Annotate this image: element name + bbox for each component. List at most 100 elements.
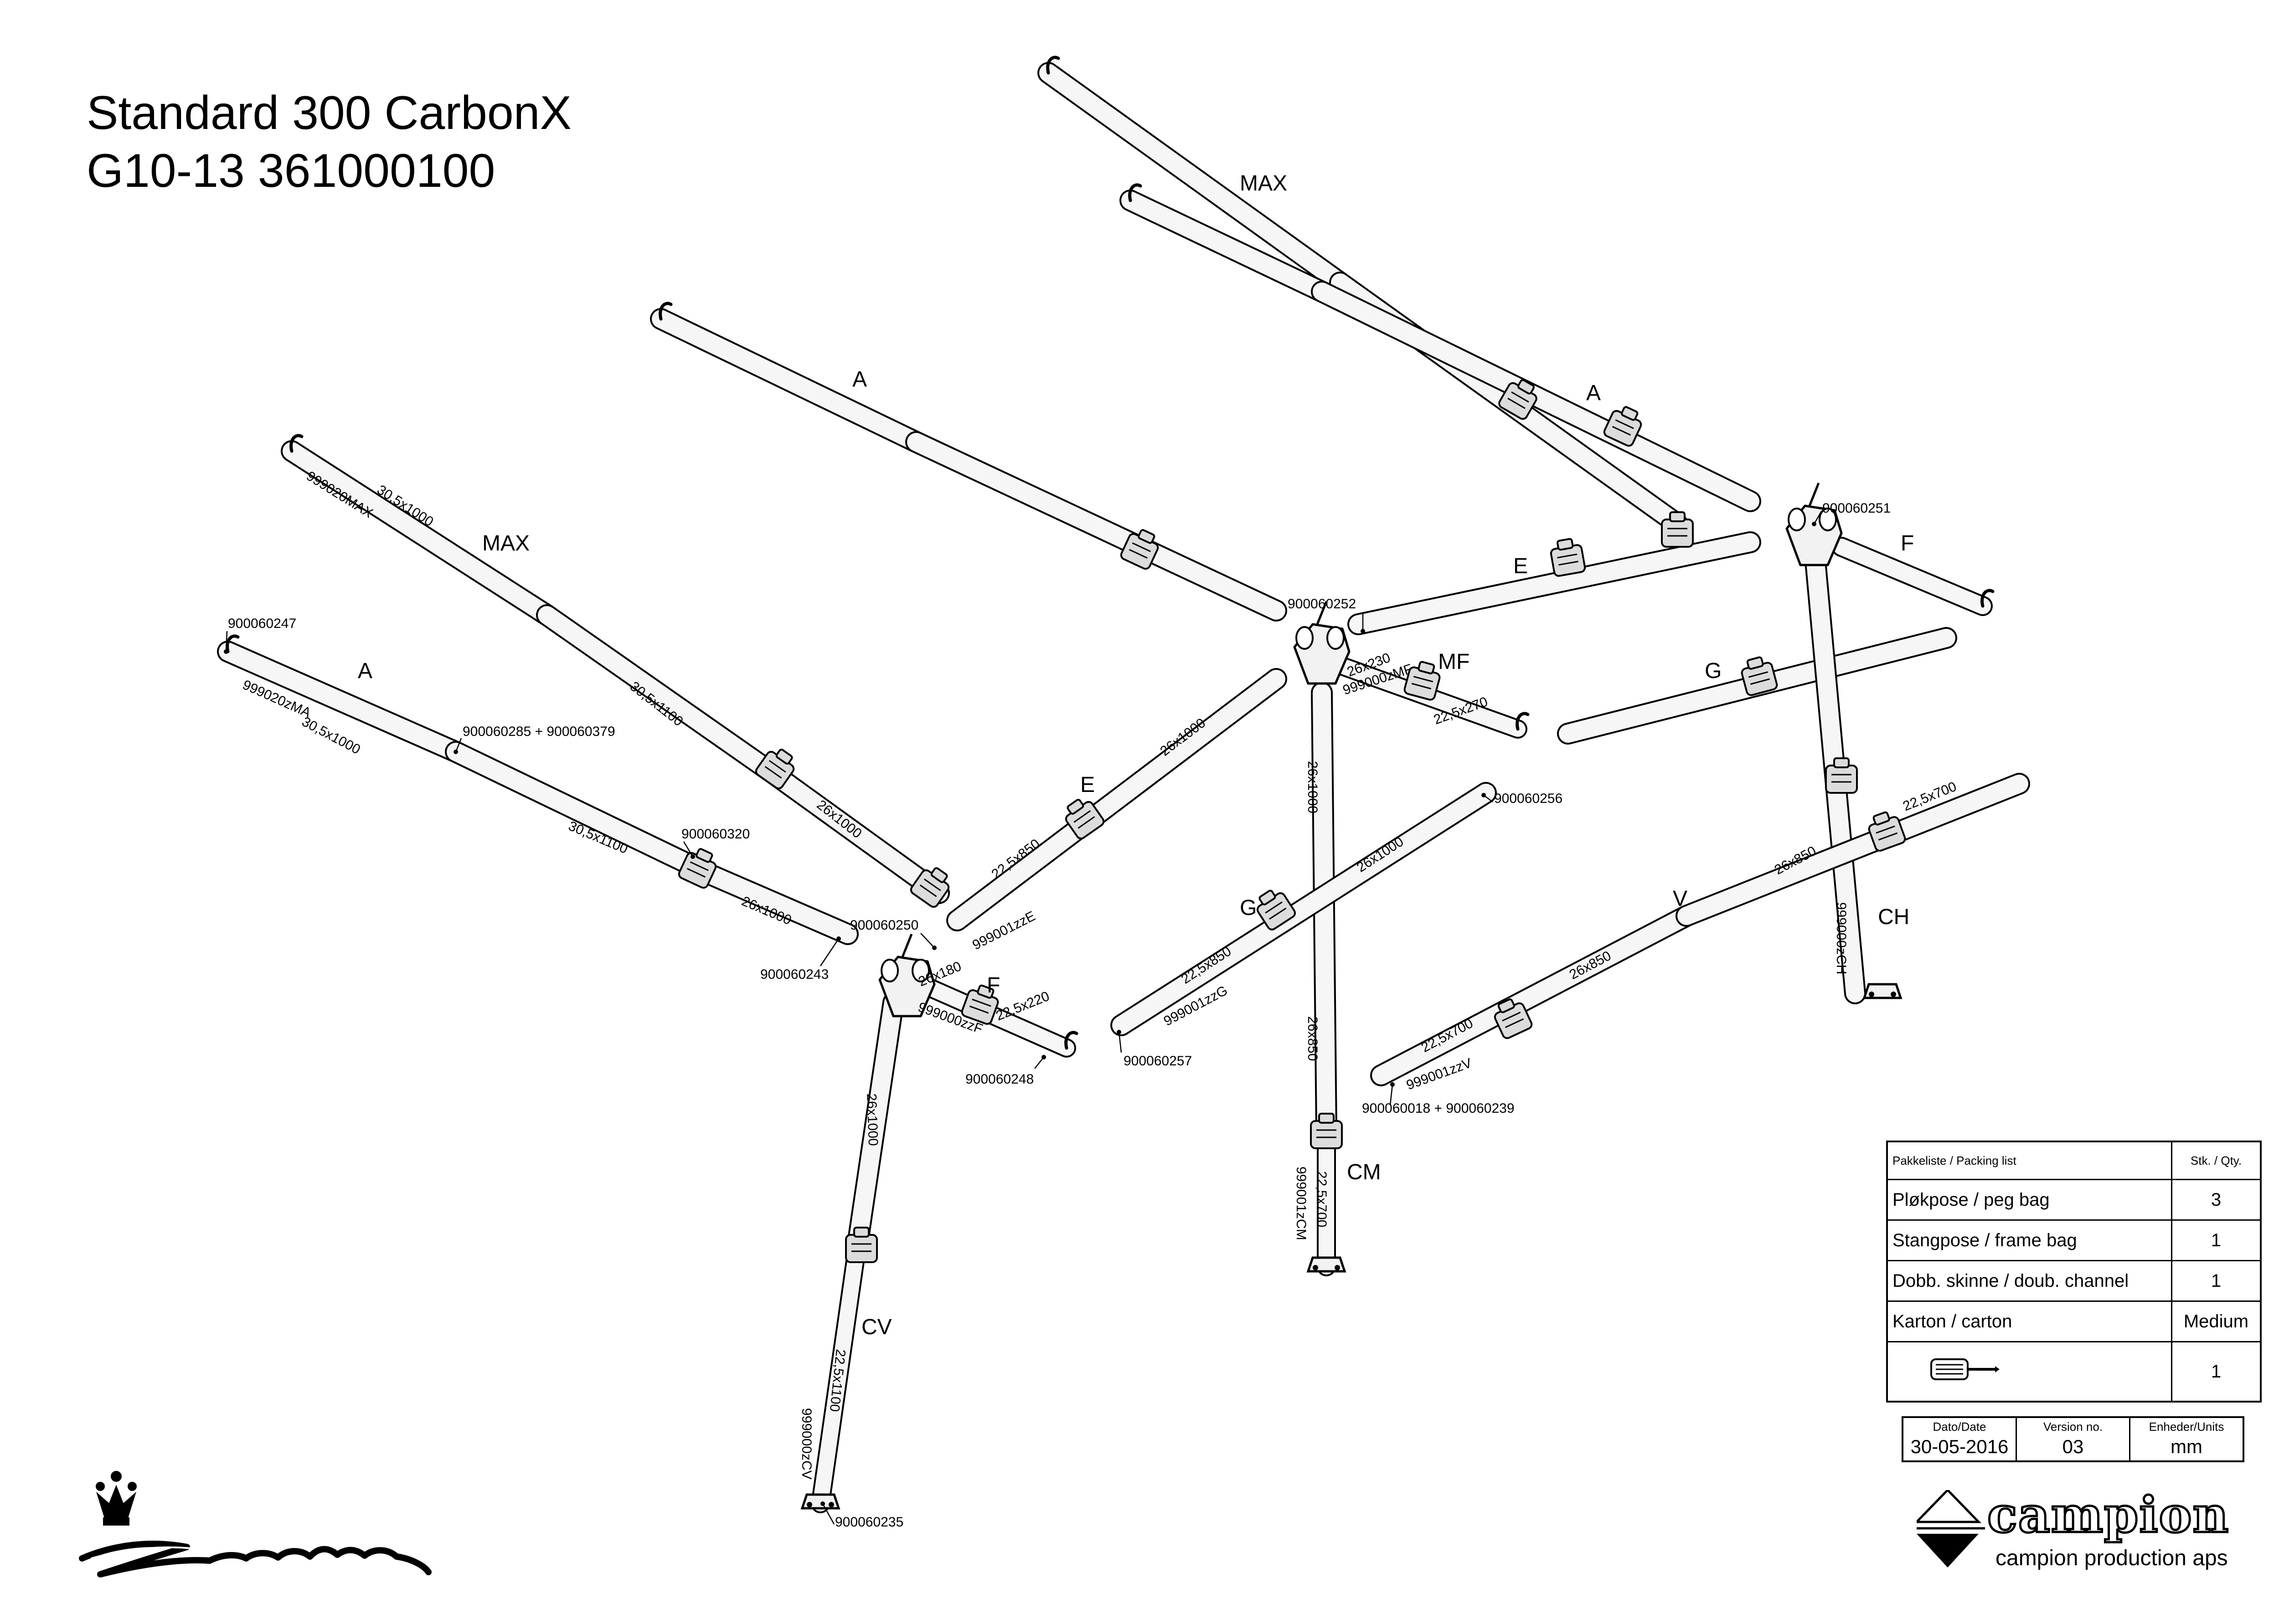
a-rafter-left-2 (445, 741, 722, 886)
hook-end (1046, 56, 1060, 75)
meta-units-value: mm (2171, 1436, 2202, 1457)
f-bar-right (1831, 537, 1993, 616)
hook-end (1128, 183, 1142, 202)
hook-end (1980, 589, 1995, 608)
part-letter-cm: CM (1347, 1160, 1381, 1184)
meta-version-cell: Version no. 03 (2016, 1416, 2130, 1462)
cv-upright-lower (811, 1239, 866, 1513)
part-letter-max-top: MAX (1240, 171, 1287, 195)
clamp-lock (1498, 379, 1537, 420)
meta-date-value: 30-05-2016 (1910, 1436, 2009, 1457)
meta-version-label: Version no. (2043, 1420, 2103, 1434)
title-line-1: Standard 300 CarbonX (87, 87, 572, 139)
packing-item: Pløkpose / peg bag (1886, 1179, 2172, 1221)
hook-end (226, 634, 240, 653)
part-letter-g-lower: G (1240, 896, 1257, 920)
drawing-title: Standard 300 CarbonX G10-13 361000100 (87, 84, 572, 200)
cv-upright-upper (846, 992, 904, 1259)
joint-ch-top (1785, 483, 1843, 566)
part-code: 900060250 (850, 918, 918, 933)
e-bar-upper (1347, 531, 1761, 635)
foot-plate (1862, 983, 1903, 999)
part-code: 900060320 (681, 827, 750, 842)
title-line-2: G10-13 361000100 (87, 144, 495, 197)
part-letter-a-upper: A (852, 367, 867, 391)
max-rafter-top-upper (1037, 62, 1351, 293)
meta-units-cell: Enheder/Units mm (2129, 1416, 2244, 1462)
part-code: 900060251 (1822, 501, 1891, 516)
part-code: 900060256 (1494, 791, 1562, 806)
packing-qty: 1 (2171, 1341, 2262, 1403)
meta-version-value: 03 (2062, 1436, 2084, 1457)
part-code: 999000zCH (1834, 902, 1849, 974)
packing-list-table: Pakkeliste / Packing list Stk. / Qty. Pl… (1886, 1141, 2262, 1403)
dim-label: 22,5x1100 (827, 1348, 848, 1413)
packing-qty: 3 (2171, 1179, 2262, 1221)
packing-list-header: Pakkeliste / Packing list Stk. / Qty. (1886, 1141, 2262, 1180)
clamp-lock (1120, 529, 1159, 570)
clamp-lock (961, 984, 999, 1025)
clamp-lock (845, 1227, 878, 1263)
hook-end (289, 434, 304, 453)
part-code: 900060018 + 900060239 (1362, 1101, 1515, 1116)
foot-plate (1306, 1256, 1346, 1273)
part-letter-v: V (1673, 887, 1687, 911)
max-rafter-left-3 (764, 764, 950, 904)
part-letter-mf: MF (1438, 650, 1469, 674)
a-rafter-upper-1 (650, 308, 927, 453)
packing-row: Karton / carton Medium (1886, 1300, 2262, 1342)
clamp-lock (1550, 538, 1586, 577)
campion-triangle-down (1917, 1534, 1979, 1567)
dim-label: 26x1000 (864, 1093, 881, 1146)
meta-table: Dato/Date 30-05-2016 Version no. 03 Enhe… (1902, 1416, 2244, 1462)
part-letter-e-lower: E (1080, 773, 1095, 797)
hook-end (659, 302, 673, 321)
cm-upright-upper (1311, 682, 1337, 1141)
clamp-lock (910, 867, 950, 908)
a-rafter-left-1 (217, 641, 467, 763)
part-letter-ch: CH (1878, 905, 1909, 929)
part-code: 900060257 (1124, 1054, 1192, 1069)
clamp-lock (1403, 661, 1441, 701)
packing-item: Dobb. skinne / doub. channel (1886, 1260, 2172, 1302)
clamp-lock (1868, 811, 1906, 852)
part-letter-a-right: A (1586, 381, 1601, 405)
part-code: 900060243 (760, 967, 829, 982)
a-rafter-upper-2 (905, 431, 1287, 622)
part-code: 900060252 (1288, 596, 1356, 612)
campion-wordmark: campion (1986, 1485, 2230, 1545)
meta-units-label: Enheder/Units (2149, 1420, 2224, 1434)
v-bar-lower (1370, 905, 1697, 1086)
isabella-logo (79, 1471, 432, 1578)
clamp-lock (1256, 889, 1296, 930)
packing-item: Karton / carton (1886, 1300, 2172, 1342)
max-rafter-left-2 (536, 604, 786, 786)
dim-label: 26x850 (1305, 1016, 1320, 1061)
dim-label: 30,5x1000 (299, 714, 363, 757)
clamp-lock (1494, 998, 1533, 1039)
campion-logo-mark (1917, 1490, 1985, 1567)
dim-label: 22,5x700 (1314, 1171, 1329, 1227)
pointer-layer (224, 511, 1822, 1525)
part-code: 900060248 (965, 1072, 1034, 1087)
packing-item-icon-cell (1886, 1341, 2172, 1403)
packing-header-item: Pakkeliste / Packing list (1886, 1141, 2172, 1180)
part-letter-f-right: F (1901, 531, 1914, 555)
e-bar-lower (946, 668, 1287, 931)
part-letter-e-upper: E (1513, 554, 1528, 578)
part-letter-max-left: MAX (482, 531, 530, 555)
clamp-lock (1741, 656, 1778, 696)
max-rafter-top-second (1119, 190, 1333, 303)
part-code: 999000zCV (799, 1408, 814, 1480)
packing-qty: Medium (2171, 1300, 2262, 1342)
clamp-lock (1065, 799, 1105, 840)
packing-row: Stangpose / frame bag 1 (1886, 1219, 2262, 1261)
part-letter-g-right: G (1705, 659, 1722, 683)
packing-item: Stangpose / frame bag (1886, 1219, 2172, 1261)
dim-label: 26x1000 (1305, 761, 1320, 813)
v-bar-upper (1676, 773, 2030, 927)
campion-triangle-up (1917, 1490, 1981, 1523)
part-letter-cv: CV (861, 1315, 892, 1339)
clamp-lock (678, 848, 717, 889)
